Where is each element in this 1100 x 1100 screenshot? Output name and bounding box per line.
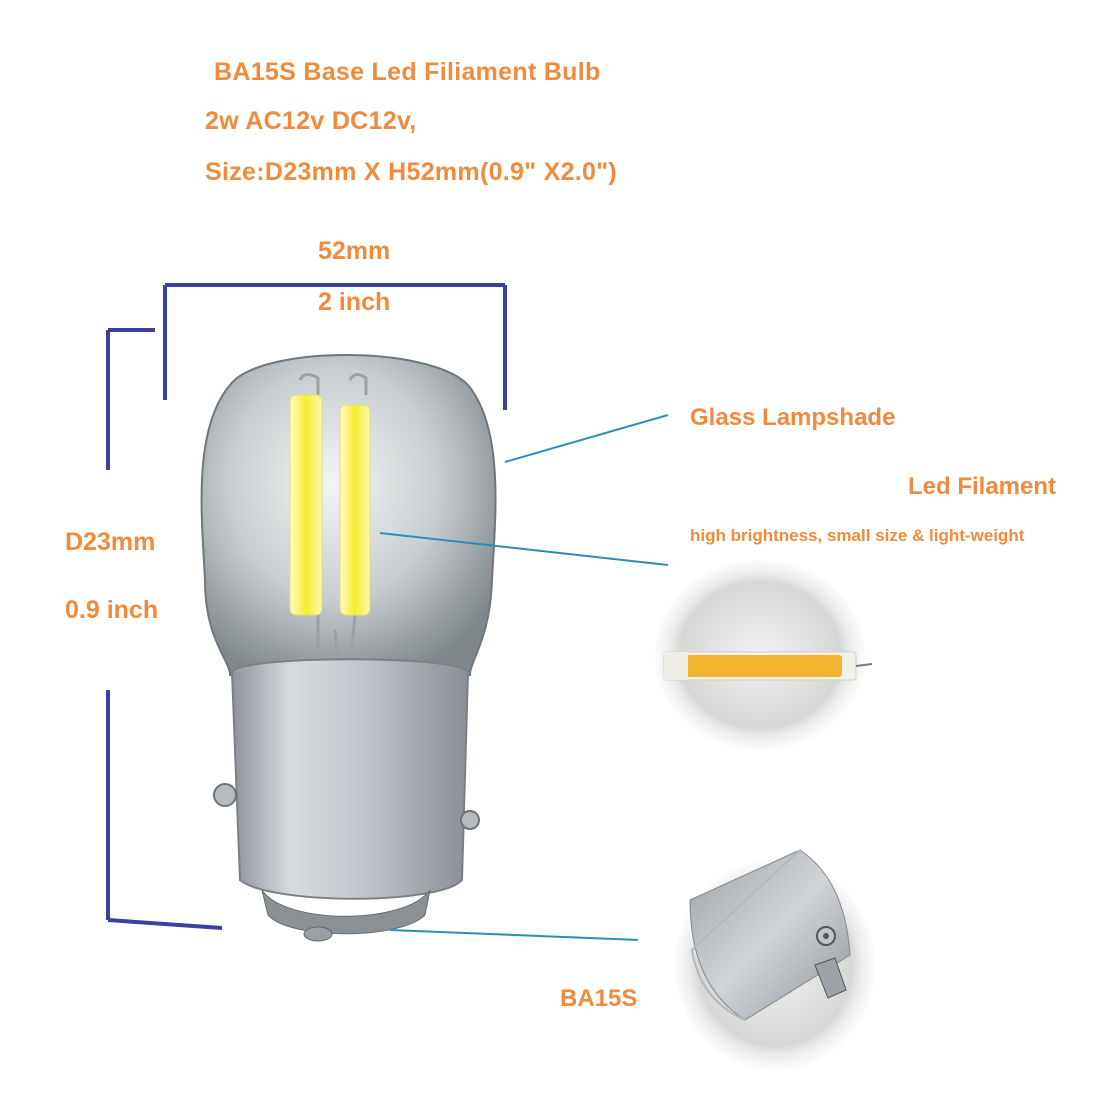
diameter-inch-label: 0.9 inch [65, 596, 159, 624]
height-inch-label: 2 inch [318, 288, 391, 316]
led-filament-description: high brightness, small size & light-weig… [690, 526, 1025, 545]
led-filament-left [289, 394, 323, 616]
led-filament-label: Led Filament [908, 473, 1057, 500]
title-line-1: BA15S Base Led Filiament Bulb [214, 58, 601, 86]
leader-lines [379, 414, 669, 941]
glass-lampshade-label: Glass Lampshade [690, 404, 896, 431]
led-filament-right [339, 404, 371, 616]
base-bottom [261, 889, 431, 935]
diameter-mm-label: D23mm [65, 528, 156, 556]
height-mm-label: 52mm [318, 237, 391, 265]
bulb-base [230, 658, 470, 900]
base-pin-left [213, 783, 237, 807]
diameter-dimension-lines [106, 328, 223, 930]
base-closeup [675, 849, 875, 1070]
title-line-2: 2w AC12v DC12v, [205, 107, 417, 135]
base-pin-right [460, 810, 480, 830]
height-dimension-lines [163, 283, 507, 410]
ba15s-label: BA15S [560, 985, 638, 1012]
title-line-3: Size:D23mm X H52mm(0.9" X2.0") [205, 158, 618, 186]
bulb [200, 354, 497, 942]
filament-closeup [655, 560, 873, 750]
